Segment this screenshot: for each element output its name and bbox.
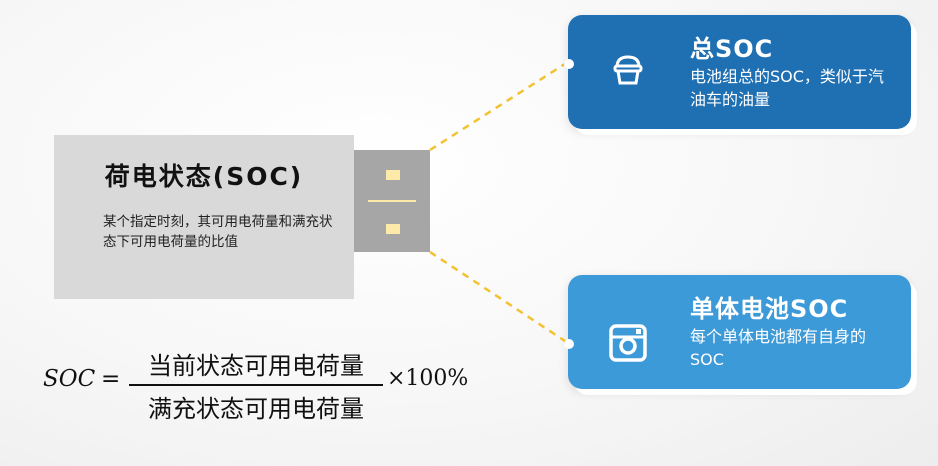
bucket-icon xyxy=(613,55,643,85)
formula-equals: = xyxy=(101,366,121,392)
total-soc-card: 总SOC 电池组总的SOC，类似于汽油车的油量 xyxy=(564,15,911,129)
connector-dot xyxy=(564,59,574,69)
total-soc-title: 总SOC xyxy=(690,35,774,63)
dashed-line-top xyxy=(429,60,569,152)
cell-soc-description: 每个单体电池都有自身的SOC xyxy=(690,327,867,369)
fraction-bar xyxy=(129,384,383,386)
plug-connector xyxy=(354,150,430,252)
connector-pin-top xyxy=(386,170,400,180)
dashed-line-bottom xyxy=(429,250,569,345)
formula-denominator: 满充状态可用电荷量 xyxy=(148,395,364,423)
soc-definition-card: 荷电状态(SOC) 某个指定时刻，其可用电荷量和满充状态下可用电荷量的比值 xyxy=(54,135,354,299)
connector-divider xyxy=(368,200,416,202)
formula-fraction: 当前状态可用电荷量 满充状态可用电荷量 xyxy=(129,346,383,424)
camera-icon xyxy=(609,324,647,362)
soc-title: 荷电状态(SOC) xyxy=(104,162,304,191)
formula-multiplier: ×100% xyxy=(387,366,469,391)
cell-soc-card: 单体电池SOC 每个单体电池都有自身的SOC xyxy=(564,275,911,389)
formula-numerator: 当前状态可用电荷量 xyxy=(148,352,364,380)
cell-soc-title: 单体电池SOC xyxy=(690,295,849,323)
connector-dot xyxy=(564,339,574,349)
soc-description: 某个指定时刻，其可用电荷量和满充状态下可用电荷量的比值 xyxy=(103,214,333,250)
connector-pin-bottom xyxy=(386,224,400,234)
formula-lhs: SOC xyxy=(43,366,96,392)
total-soc-description: 电池组总的SOC，类似于汽油车的油量 xyxy=(690,67,884,109)
